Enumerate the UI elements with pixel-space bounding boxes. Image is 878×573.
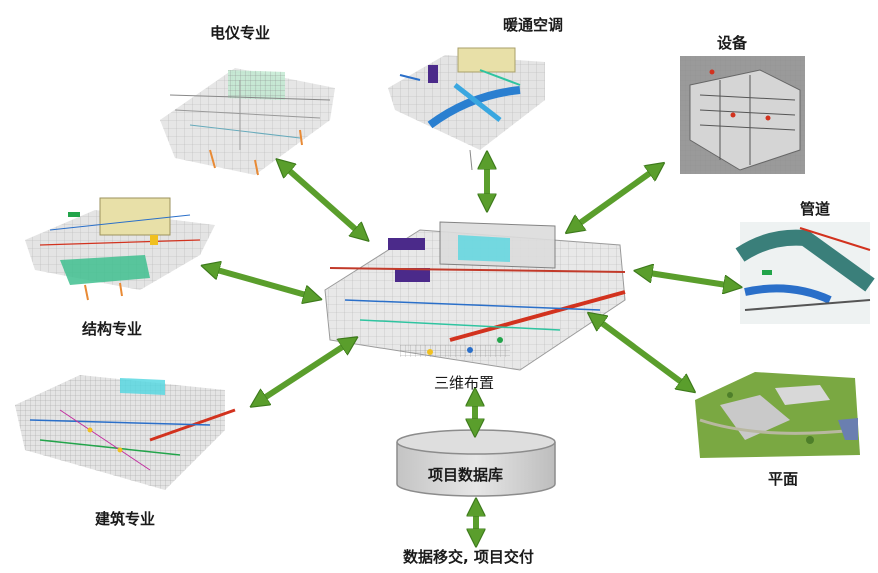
database-cylinder bbox=[396, 429, 556, 497]
label-electrical: 电仪专业 bbox=[210, 24, 271, 42]
label-delivery: 数据移交, 项目交付 bbox=[403, 548, 534, 566]
structural-model bbox=[25, 197, 215, 301]
label-database: 项目数据库 bbox=[428, 466, 504, 484]
label-piping: 管道 bbox=[800, 200, 831, 218]
arrow-equipment-center bbox=[573, 168, 657, 228]
center-model bbox=[324, 221, 626, 371]
architectural-model bbox=[15, 375, 236, 490]
plan-image bbox=[695, 372, 860, 458]
arrow-piping-center bbox=[643, 272, 733, 286]
label-equipment: 设备 bbox=[717, 34, 748, 52]
hvac-model bbox=[388, 47, 545, 171]
label-hvac: 暖通空调 bbox=[503, 16, 564, 34]
arrow-plan-center bbox=[595, 318, 688, 387]
electrical-model bbox=[160, 68, 335, 176]
arrow-structural-center bbox=[210, 268, 313, 297]
label-architectural: 建筑专业 bbox=[95, 510, 156, 528]
arrow-electrical-center bbox=[283, 165, 362, 235]
label-plan: 平面 bbox=[768, 470, 799, 488]
equipment-image bbox=[680, 56, 805, 174]
piping-image bbox=[735, 222, 875, 324]
label-structural: 结构专业 bbox=[82, 320, 143, 338]
label-center: 三维布置 bbox=[434, 374, 495, 392]
arrow-architectural-center bbox=[258, 342, 350, 402]
